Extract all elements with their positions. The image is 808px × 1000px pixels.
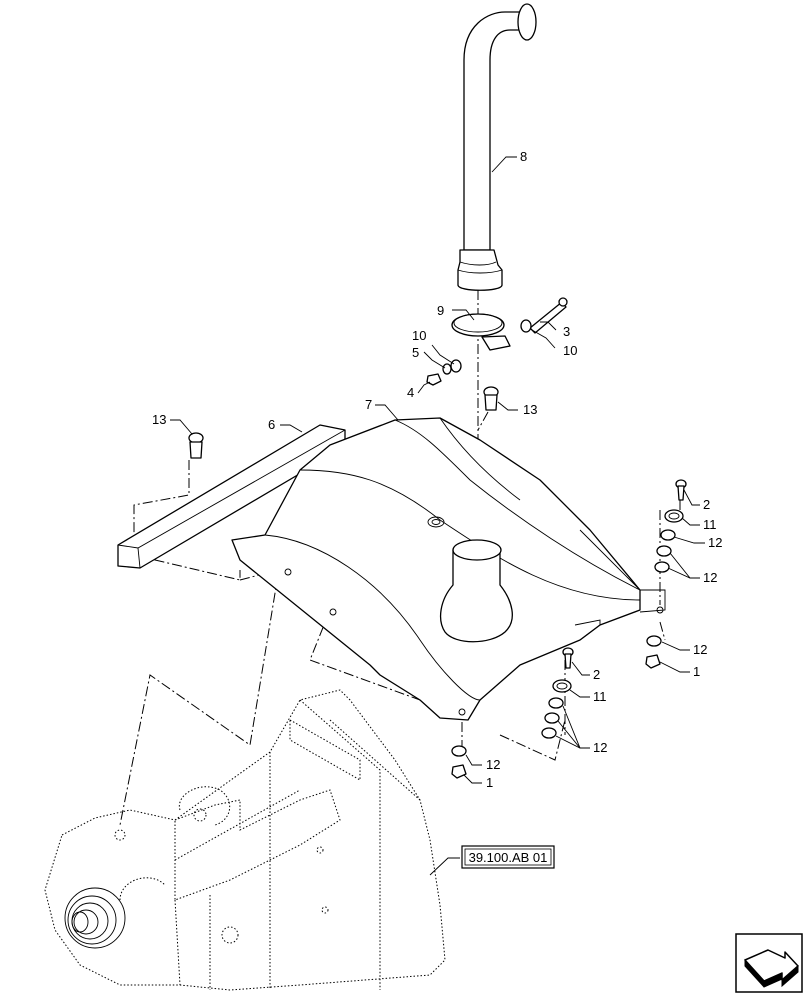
callout-4: 4	[407, 385, 414, 400]
exhaust-pipe	[457, 3, 537, 291]
callout-7: 7	[365, 397, 372, 412]
callout-12: 12	[593, 740, 607, 755]
callout-12: 12	[703, 570, 717, 585]
callout-1: 1	[486, 775, 493, 790]
callout-13: 13	[523, 402, 537, 417]
next-page-arrow-icon[interactable]	[735, 933, 803, 993]
bolt-13-left	[188, 432, 204, 459]
callout-3: 3	[563, 324, 570, 339]
callout-1: 1	[693, 664, 700, 679]
callout-11: 11	[703, 517, 717, 532]
callout-9: 9	[437, 303, 444, 318]
hardware-stack-right	[645, 479, 687, 669]
hardware-stack-lower	[451, 647, 574, 779]
tractor-frame	[44, 689, 446, 991]
leader-lines	[170, 156, 705, 876]
exhaust-clamp	[451, 313, 511, 351]
exhaust-shield	[231, 417, 666, 721]
callout-6: 6	[268, 417, 275, 432]
callout-10: 10	[412, 328, 426, 343]
callout-11: 11	[593, 689, 607, 704]
callout-13: 13	[152, 412, 166, 427]
reference-box[interactable]: 39.100.AB 01	[461, 845, 555, 869]
bolt-13-center	[483, 386, 499, 411]
clamp-bolt	[520, 297, 568, 334]
reference-box-label: 39.100.AB 01	[469, 850, 548, 865]
callout-2: 2	[593, 667, 600, 682]
callout-5: 5	[412, 345, 419, 360]
callout-12: 12	[708, 535, 722, 550]
callout-labels: 8 9 3 10 10 5 4 13 13 7 6 2 11 12 12 12 …	[152, 149, 722, 790]
callout-2: 2	[703, 497, 710, 512]
callout-8: 8	[520, 149, 527, 164]
clamp-nut-washers	[426, 359, 462, 386]
callout-12: 12	[693, 642, 707, 657]
callout-10: 10	[563, 343, 577, 358]
callout-12: 12	[486, 757, 500, 772]
